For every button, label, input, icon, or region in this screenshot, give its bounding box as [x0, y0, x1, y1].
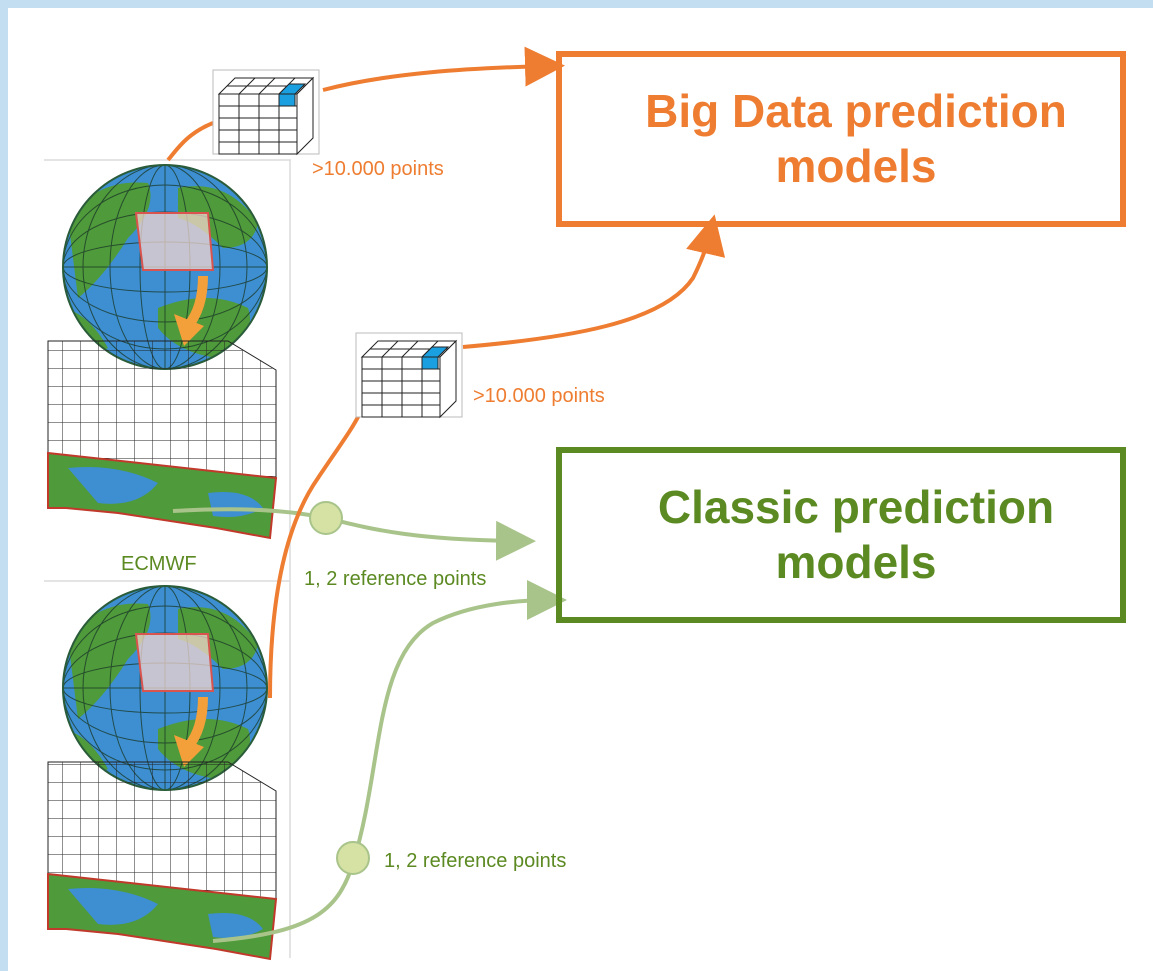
diagram-graphics — [44, 46, 726, 961]
top-points-label: >10.000 points — [312, 158, 444, 180]
data-cube-icon — [355, 332, 463, 418]
atmosphere-grid-box-icon — [47, 761, 278, 961]
reference-point-icon — [336, 841, 370, 875]
big-data-models-box: Big Data prediction models — [556, 51, 1126, 227]
atmosphere-grid-box-icon — [47, 340, 278, 540]
middle-points-label: >10.000 points — [473, 385, 605, 407]
globe-grid-icon — [62, 164, 268, 370]
reference-point-icon — [309, 501, 343, 535]
reference-points-upper-label: 1, 2 reference points — [304, 568, 487, 590]
classic-models-label: Classic prediction models — [657, 481, 1055, 588]
reference-points-lower-label: 1, 2 reference points — [384, 850, 567, 872]
data-cube-icon — [212, 69, 320, 155]
ecmwf-label: ECMWF — [121, 553, 197, 575]
globe-grid-icon — [62, 585, 268, 791]
big-data-models-label: Big Data prediction models — [645, 85, 1067, 192]
diagram-canvas: Big Data prediction models Classic predi… — [8, 8, 1153, 971]
classic-models-box: Classic prediction models — [556, 447, 1126, 623]
